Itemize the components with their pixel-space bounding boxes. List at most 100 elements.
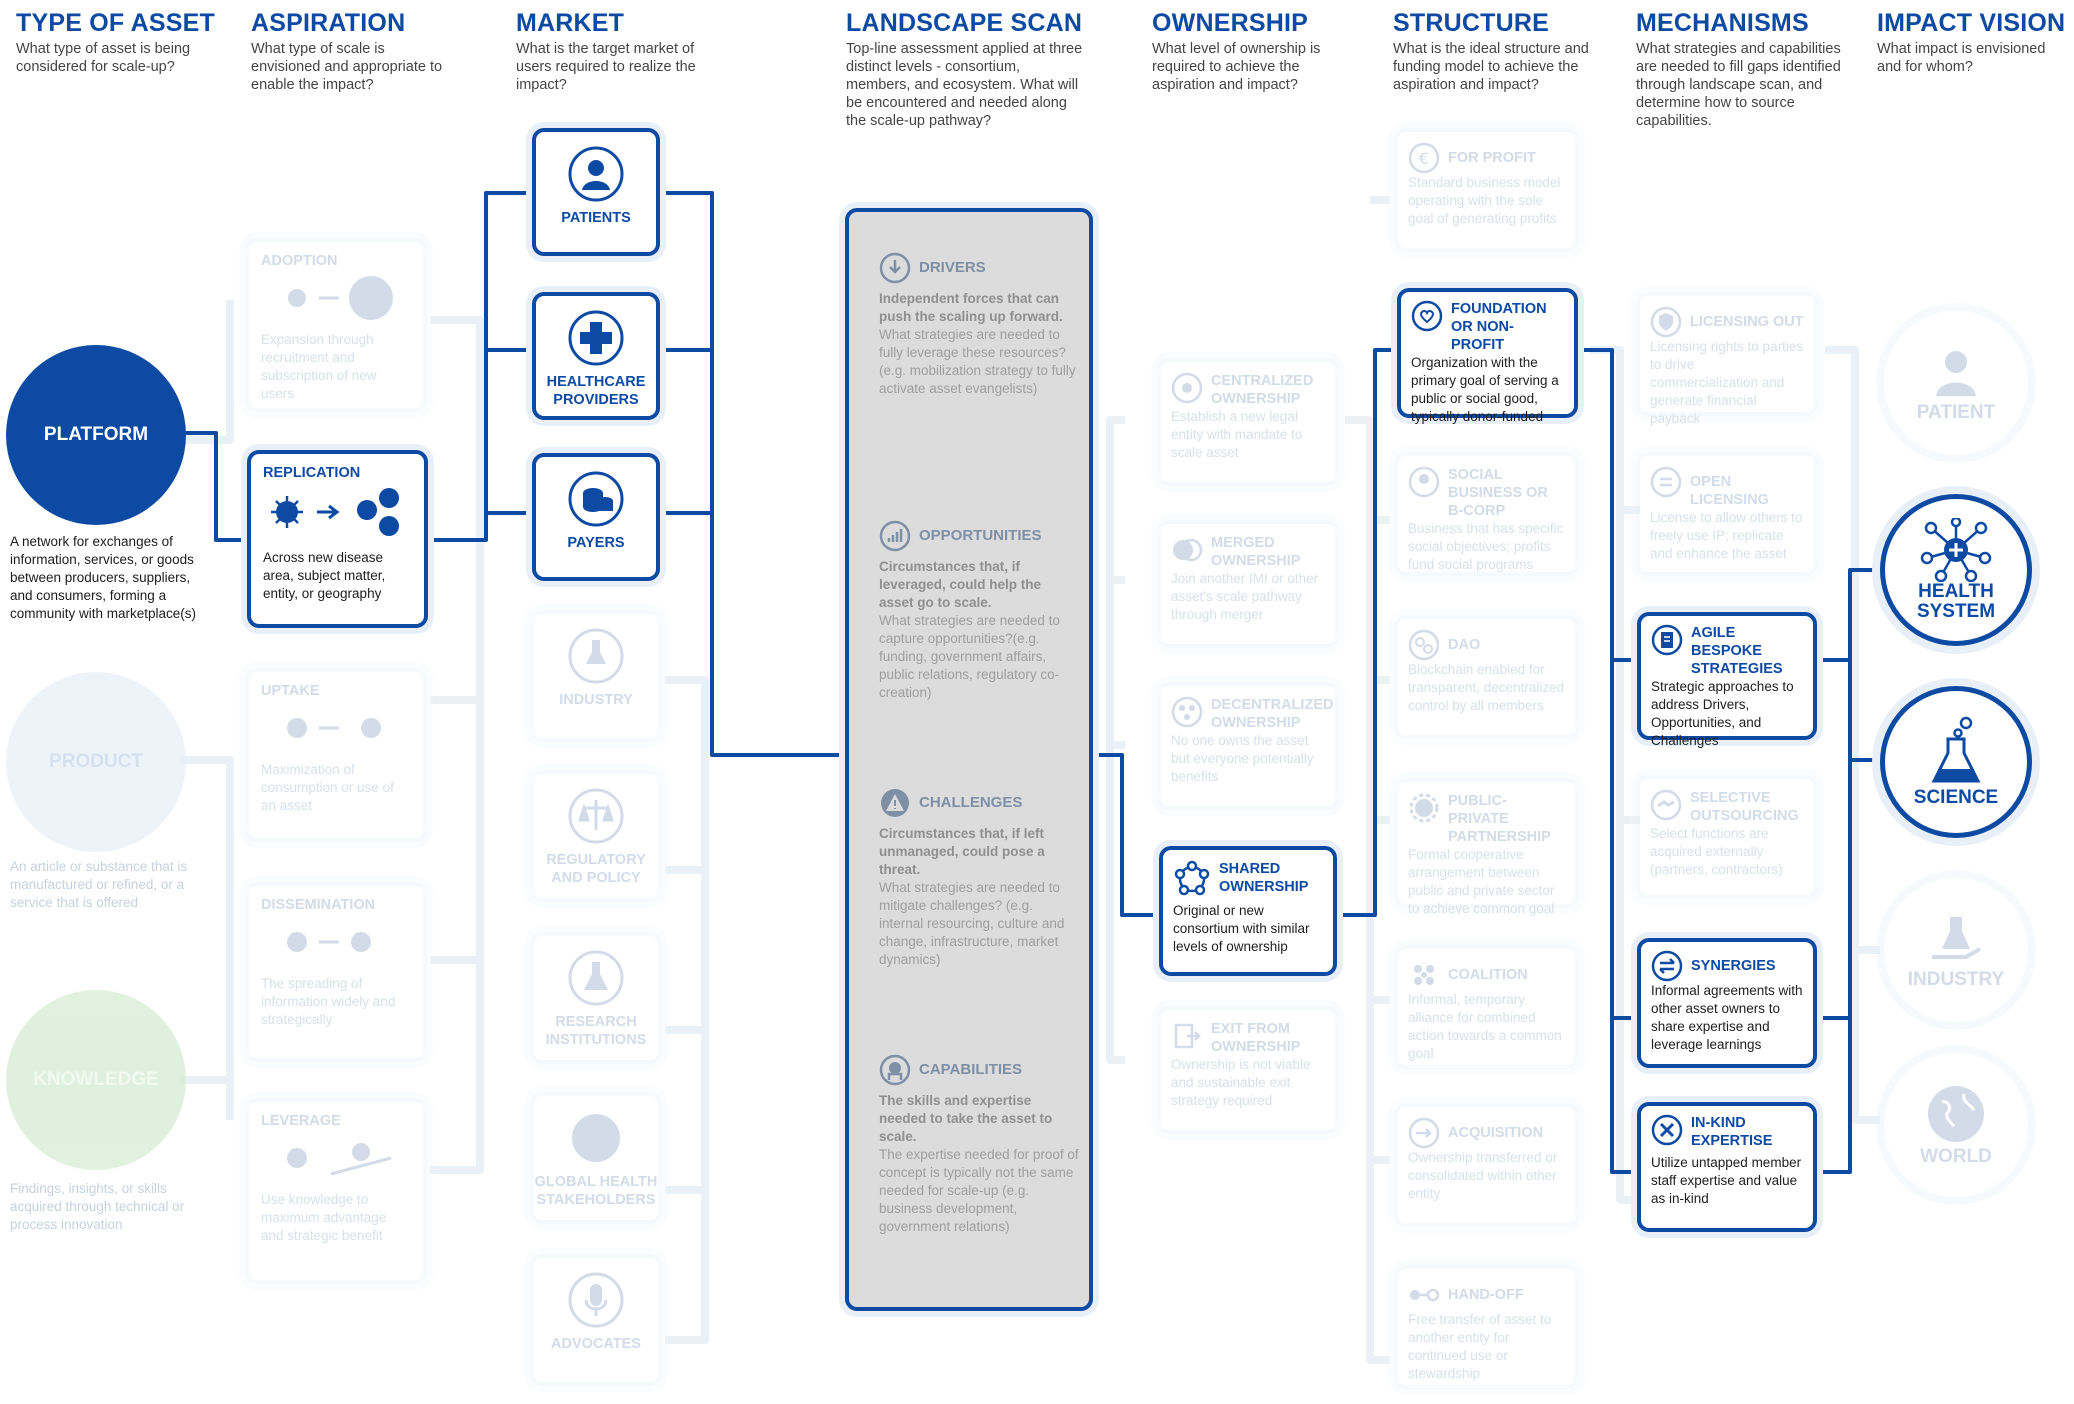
asset-label: KNOWLEDGE	[33, 1069, 159, 1090]
nodes-icon	[1171, 696, 1203, 728]
shield-icon	[1650, 306, 1682, 338]
asset-product-node[interactable]: PRODUCT	[6, 672, 186, 852]
leverage-diagram-icon	[287, 1143, 392, 1176]
impact-health-system[interactable]: HEALTH SYSTEM	[1880, 494, 2032, 646]
structure-for-profit[interactable]: €FOR PROFIT Standard business model oper…	[1394, 128, 1579, 252]
gear-icon	[1409, 793, 1439, 823]
structure-hand-off[interactable]: HAND-OFF Free transfer of asset to anoth…	[1394, 1265, 1579, 1389]
market-research-institutions[interactable]: RESEARCH INSTITUTIONS	[530, 932, 662, 1064]
mechanism-selective-outsourcing[interactable]: SELECTIVE OUTSOURCING Select functions a…	[1636, 775, 1818, 899]
replication-diagram-icon	[271, 488, 399, 536]
svg-text:€: €	[1419, 149, 1429, 168]
structure-description: Organization with the primary goal of se…	[1411, 355, 1559, 424]
asset-description: Findings, insights, or skills acquired t…	[10, 1181, 185, 1232]
ownership-title: EXIT FROM OWNERSHIP	[1211, 1021, 1301, 1055]
blockchain-icon	[1408, 629, 1440, 661]
header-impact-vision: IMPACT VISION What impact is envisioned …	[1877, 8, 2072, 76]
ownership-decentralized[interactable]: DECENTRALIZED OWNERSHIP No one owns the …	[1157, 682, 1339, 810]
column-title: STRUCTURE	[1393, 9, 1549, 37]
aspiration-uptake[interactable]: UPTAKE Maximization of consumption or us…	[245, 668, 427, 842]
social-icon	[1408, 466, 1440, 498]
asset-label: PLATFORM	[43, 424, 149, 445]
market-label: RESEARCH INSTITUTIONS	[545, 1014, 647, 1048]
market-patients[interactable]: PATIENTS	[532, 128, 660, 256]
mechanism-open-licensing[interactable]: OPEN LICENSING License to allow others t…	[1636, 452, 1818, 576]
structure-acquisition[interactable]: ACQUISITION Ownership transferred or con…	[1394, 1103, 1579, 1227]
column-question: What level of ownership is required to a…	[1152, 41, 1321, 93]
market-regulatory-and-policy[interactable]: REGULATORY AND POLICY	[530, 770, 662, 902]
structure-social-business[interactable]: SOCIAL BUSINESS OR B-CORP Business that …	[1394, 452, 1579, 576]
mechanism-title: OPEN LICENSING	[1690, 474, 1769, 508]
aspiration-title: DISSEMINATION	[261, 897, 376, 913]
mechanism-title: IN-KIND EXPERTISE	[1691, 1115, 1773, 1149]
document-icon	[1651, 624, 1683, 656]
impact-world[interactable]: WORLD	[1876, 1045, 2036, 1205]
mechanism-title: AGILE BESPOKE STRATEGIES	[1691, 625, 1783, 677]
market-industry[interactable]: INDUSTRY	[530, 610, 662, 742]
aspiration-adoption[interactable]: ADOPTION Expansion through recruitment a…	[245, 238, 427, 412]
asset-platform-node[interactable]: PLATFORM	[6, 345, 186, 525]
structure-description: Standard business model operating with t…	[1408, 175, 1561, 226]
coins-icon	[568, 471, 624, 527]
aspiration-replication[interactable]: REPLICATION Across new disease area, sub…	[247, 450, 428, 628]
impact-industry[interactable]: INDUSTRY	[1876, 870, 2036, 1030]
mechanism-title: LICENSING OUT	[1690, 314, 1804, 330]
aspiration-description: Use knowledge to maximum advantage and s…	[261, 1192, 387, 1243]
structure-description: Formal cooperative arrangement between p…	[1408, 847, 1555, 916]
ownership-merged[interactable]: MERGED OWNERSHIP Join another IMI or oth…	[1157, 520, 1339, 648]
market-global-health-stakeholders[interactable]: GLOBAL HEALTH STAKEHOLDERS	[530, 1092, 662, 1224]
structure-public-private-partnership[interactable]: PUBLIC-PRIVATE PARTNERSHIP Formal cooper…	[1394, 778, 1579, 916]
flask-icon	[568, 950, 624, 1006]
warning-icon	[881, 789, 909, 817]
market-label: GLOBAL HEALTH STAKEHOLDERS	[534, 1174, 658, 1208]
asset-knowledge-node[interactable]: KNOWLEDGE	[6, 990, 186, 1170]
structure-title: FOUNDATION OR NON-PROFIT	[1451, 301, 1547, 353]
head-gear-icon	[879, 1054, 911, 1086]
market-advocates[interactable]: ADVOCATES	[530, 1254, 662, 1386]
aspiration-title: UPTAKE	[261, 683, 320, 699]
mechanism-title: SYNERGIES	[1691, 958, 1776, 974]
structure-description: Ownership transferred or consolidated wi…	[1408, 1150, 1558, 1201]
aspiration-dissemination[interactable]: DISSEMINATION The spreading of informati…	[245, 882, 427, 1062]
exchange-arrows-icon	[1651, 950, 1683, 982]
asset-description: An article or substance that is manufact…	[10, 859, 188, 910]
target-icon	[1171, 372, 1203, 404]
merge-icon	[1173, 538, 1203, 562]
structure-foundation-non-profit[interactable]: FOUNDATION OR NON-PROFIT Organization wi…	[1397, 288, 1578, 424]
impact-label: SCIENCE	[1913, 787, 1999, 808]
mechanism-in-kind-expertise[interactable]: IN-KIND EXPERTISE Utilize untapped membe…	[1637, 1102, 1817, 1232]
market-payers[interactable]: PAYERS	[532, 453, 660, 581]
ownership-description: No one owns the asset but everyone poten…	[1171, 733, 1314, 784]
landscape-scan-panel: DRIVERS Independent forces that can push…	[845, 208, 1093, 1311]
structure-title: DAO	[1448, 637, 1481, 653]
structure-title: HAND-OFF	[1448, 1287, 1524, 1303]
structure-description: Blockchain enabled for transparent, dece…	[1408, 662, 1565, 713]
scales-icon	[568, 788, 624, 844]
flask-hand-icon	[1932, 917, 1981, 959]
structure-dao[interactable]: DAO Blockchain enabled for transparent, …	[1394, 615, 1579, 739]
medical-cross-icon	[568, 310, 624, 366]
mechanism-agile-bespoke-strategies[interactable]: AGILE BESPOKE STRATEGIES Strategic appro…	[1637, 612, 1817, 748]
market-healthcare-providers[interactable]: HEALTHCARE PROVIDERS	[532, 292, 660, 420]
drivers-icon	[879, 252, 911, 284]
section-lead: Circumstances that, if leveraged, could …	[879, 559, 1042, 610]
market-label: PATIENTS	[561, 210, 631, 226]
structure-coalition[interactable]: COALITION Informal, temporary alliance f…	[1394, 945, 1579, 1069]
ownership-title: CENTRALIZED OWNERSHIP	[1211, 373, 1314, 407]
mechanism-synergies[interactable]: SYNERGIES Informal agreements with other…	[1637, 938, 1817, 1068]
impact-patient[interactable]: PATIENT	[1876, 303, 2036, 463]
aspiration-leverage[interactable]: LEVERAGE Use knowledge to maximum advant…	[245, 1098, 427, 1284]
header-structure: STRUCTURE What is the ideal structure an…	[1393, 8, 1605, 94]
heart-hand-icon	[1411, 300, 1443, 332]
section-lead: The skills and expertise needed to take …	[879, 1093, 1053, 1144]
mechanism-description: Select functions are acquired externally…	[1650, 826, 1783, 877]
ownership-centralized[interactable]: CENTRALIZED OWNERSHIP Establish a new le…	[1157, 358, 1339, 486]
ownership-shared[interactable]: SHARED OWNERSHIP Original or new consort…	[1159, 846, 1337, 976]
impact-science[interactable]: SCIENCE	[1880, 686, 2032, 838]
section-description: What strategies are needed to mitigate c…	[879, 880, 1065, 967]
mechanism-licensing-out[interactable]: LICENSING OUT Licensing rights to partie…	[1636, 292, 1818, 426]
section-title: DRIVERS	[919, 259, 986, 276]
ownership-exit[interactable]: EXIT FROM OWNERSHIP Ownership is not via…	[1157, 1006, 1339, 1134]
mechanism-description: Informal agreements with other asset own…	[1651, 983, 1803, 1052]
